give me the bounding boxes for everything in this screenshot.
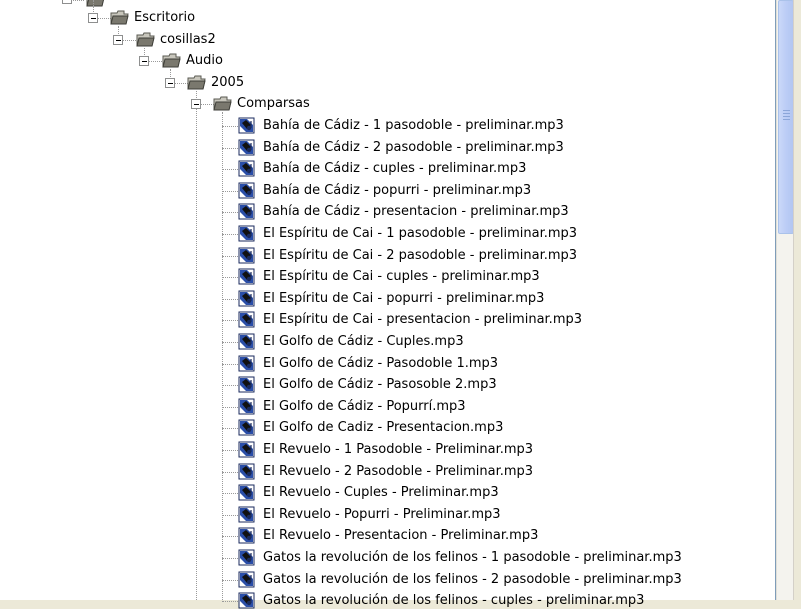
tree-connector — [222, 212, 238, 213]
folder-open-icon — [110, 10, 129, 25]
folder-open-icon — [187, 75, 206, 90]
folder-open-icon — [162, 53, 181, 68]
mp3-file-icon — [238, 355, 255, 372]
expander-escritorio[interactable] — [88, 13, 98, 23]
mp3-file-icon — [238, 549, 255, 566]
tree-file-item[interactable]: Gatos la revolución de los felinos - cup… — [263, 593, 645, 608]
tree-file-item[interactable]: El Golfo de Cádiz - Pasodoble 1.mp3 — [263, 356, 499, 371]
grip-line — [783, 110, 790, 111]
tree-file-item[interactable]: El Revuelo - Presentacion - Preliminar.m… — [263, 528, 539, 543]
tree-file-item[interactable]: El Revuelo - 2 Pasodoble - Preliminar.mp… — [263, 464, 534, 479]
folder-open-icon — [86, 0, 105, 7]
tree-folder-comparsas[interactable]: Comparsas — [237, 96, 310, 111]
vertical-scrollbar[interactable] — [776, 0, 794, 600]
tree-connector — [222, 493, 238, 494]
tree-connector — [222, 428, 238, 429]
mp3-file-icon — [238, 376, 255, 393]
mp3-file-icon — [238, 484, 255, 501]
expander-audio[interactable] — [139, 56, 149, 66]
tree-connector — [222, 169, 238, 170]
tree-folder-2005[interactable]: 2005 — [211, 75, 245, 90]
mp3-file-icon — [238, 333, 255, 350]
tree-file-item[interactable]: El Golfo de Cádiz - Cuples.mp3 — [263, 334, 464, 349]
mp3-file-icon — [238, 182, 255, 199]
tree-connector — [222, 407, 238, 408]
tree-connector — [222, 234, 238, 235]
mp3-file-icon — [238, 247, 255, 264]
tree-file-item[interactable]: El Espíritu de Cai - cuples - preliminar… — [263, 269, 540, 284]
expander-root[interactable] — [62, 0, 72, 4]
tree-file-item[interactable]: Bahía de Cádiz - popurri - preliminar.mp… — [263, 183, 532, 198]
mp3-file-icon — [238, 527, 255, 544]
mp3-file-icon — [238, 139, 255, 156]
grip-line — [783, 113, 790, 114]
tree-connector — [222, 320, 238, 321]
tree-file-item[interactable]: Bahía de Cádiz - 1 pasodoble - prelimina… — [263, 118, 564, 133]
mp3-file-icon — [238, 571, 255, 588]
mp3-file-icon — [238, 160, 255, 177]
tree-file-item[interactable]: El Revuelo - Cuples - Preliminar.mp3 — [263, 485, 499, 500]
tree-connector — [222, 256, 238, 257]
tree-connector — [222, 191, 238, 192]
tree-connector — [222, 580, 238, 581]
folder-open-icon — [213, 96, 232, 111]
tree-connector — [222, 385, 238, 386]
tree-file-item[interactable]: El Espíritu de Cai - 1 pasodoble - preli… — [263, 226, 578, 241]
tree-file-item[interactable]: Bahía de Cádiz - cuples - preliminar.mp3 — [263, 161, 527, 176]
tree-connector — [222, 148, 238, 149]
expander-comparsas[interactable] — [191, 99, 201, 109]
mp3-file-icon — [238, 441, 255, 458]
expander-2005[interactable] — [165, 78, 175, 88]
mp3-file-icon — [238, 419, 255, 436]
tree-file-item[interactable]: El Espíritu de Cai - popurri - prelimina… — [263, 291, 545, 306]
tree-file-item[interactable]: El Golfo de Cádiz - Popurrí.mp3 — [263, 399, 466, 414]
grip-line — [783, 119, 790, 120]
scrollbar-thumb[interactable] — [778, 0, 794, 234]
tree-connector — [222, 515, 238, 516]
tree-file-item[interactable]: El Espíritu de Cai - 2 pasodoble - preli… — [263, 248, 578, 263]
tree-folder-audio[interactable]: Audio — [186, 53, 223, 68]
tree-file-item[interactable]: Gatos la revolución de los felinos - 2 p… — [263, 572, 682, 587]
tree-connector — [222, 601, 238, 602]
tree-folder-escritorio[interactable]: Escritorio — [134, 10, 196, 25]
mp3-file-icon — [238, 463, 255, 480]
tree-connector — [222, 450, 238, 451]
folder-open-icon — [136, 32, 155, 47]
mp3-file-icon — [238, 398, 255, 415]
window-frame-edge — [793, 0, 801, 600]
mp3-file-icon — [238, 268, 255, 285]
grip-line — [783, 116, 790, 117]
tree-file-item[interactable]: El Golfo de Cadiz - Presentacion.mp3 — [263, 420, 504, 435]
tree-file-item[interactable]: El Espíritu de Cai - presentacion - prel… — [263, 312, 583, 327]
mp3-file-icon — [238, 203, 255, 220]
mp3-file-icon — [238, 311, 255, 328]
tree-connector — [222, 536, 238, 537]
tree-connector — [222, 126, 238, 127]
tree-file-item[interactable]: El Revuelo - 1 Pasodoble - Preliminar.mp… — [263, 442, 534, 457]
mp3-file-icon — [238, 506, 255, 523]
tree-connector — [222, 299, 238, 300]
mp3-file-icon — [238, 592, 255, 609]
expander-cosillas2[interactable] — [113, 35, 123, 45]
tree-connector — [222, 342, 238, 343]
tree-file-item[interactable]: El Revuelo - Popurri - Preliminar.mp3 — [263, 507, 501, 522]
tree-connector — [222, 472, 238, 473]
tree-connector — [222, 558, 238, 559]
pane-border — [775, 0, 776, 600]
tree-folder-cosillas2[interactable]: cosillas2 — [160, 32, 216, 47]
tree-file-item[interactable]: Bahía de Cádiz - presentacion - prelimin… — [263, 204, 569, 219]
tree-file-item[interactable]: El Golfo de Cádiz - Pasosoble 2.mp3 — [263, 377, 497, 392]
tree-file-item[interactable]: Bahía de Cádiz - 2 pasodoble - prelimina… — [263, 140, 564, 155]
mp3-file-icon — [238, 117, 255, 134]
mp3-file-icon — [238, 290, 255, 307]
folder-tree[interactable]: Escritorio cosillas2 Audio 2005 Comparsa… — [0, 0, 775, 609]
tree-connector — [222, 277, 238, 278]
mp3-file-icon — [238, 225, 255, 242]
tree-connector — [222, 364, 238, 365]
tree-file-item[interactable]: Gatos la revolución de los felinos - 1 p… — [263, 550, 682, 565]
